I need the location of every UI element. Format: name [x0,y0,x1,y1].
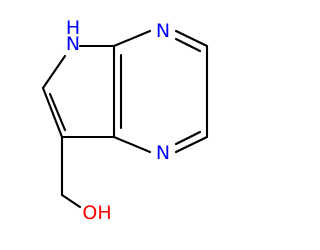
hydroxyl-label: OH [82,202,111,224]
bond-ch2-o [60,193,82,209]
structure-diagram: H N N N OH [41,17,209,224]
bond-n7-c6 [174,29,209,48]
bond-n4-c3a [112,135,152,154]
nitrogen-bottom-label: N [156,142,170,164]
bond-c5-n4 [174,135,209,154]
hydrogen-label: H [66,17,80,39]
bond-c2-c3-inner [48,92,67,132]
bond-c5-n4-inner [174,130,202,146]
bond-n1-c2 [41,54,67,90]
bond-n7-c6-inner [174,37,202,53]
bond-c2-c3 [41,86,64,139]
nitrogen-top-label: N [156,20,170,42]
bond-c7a-n7 [112,29,152,48]
nitrogen-pyrrole-label: N [66,33,80,55]
